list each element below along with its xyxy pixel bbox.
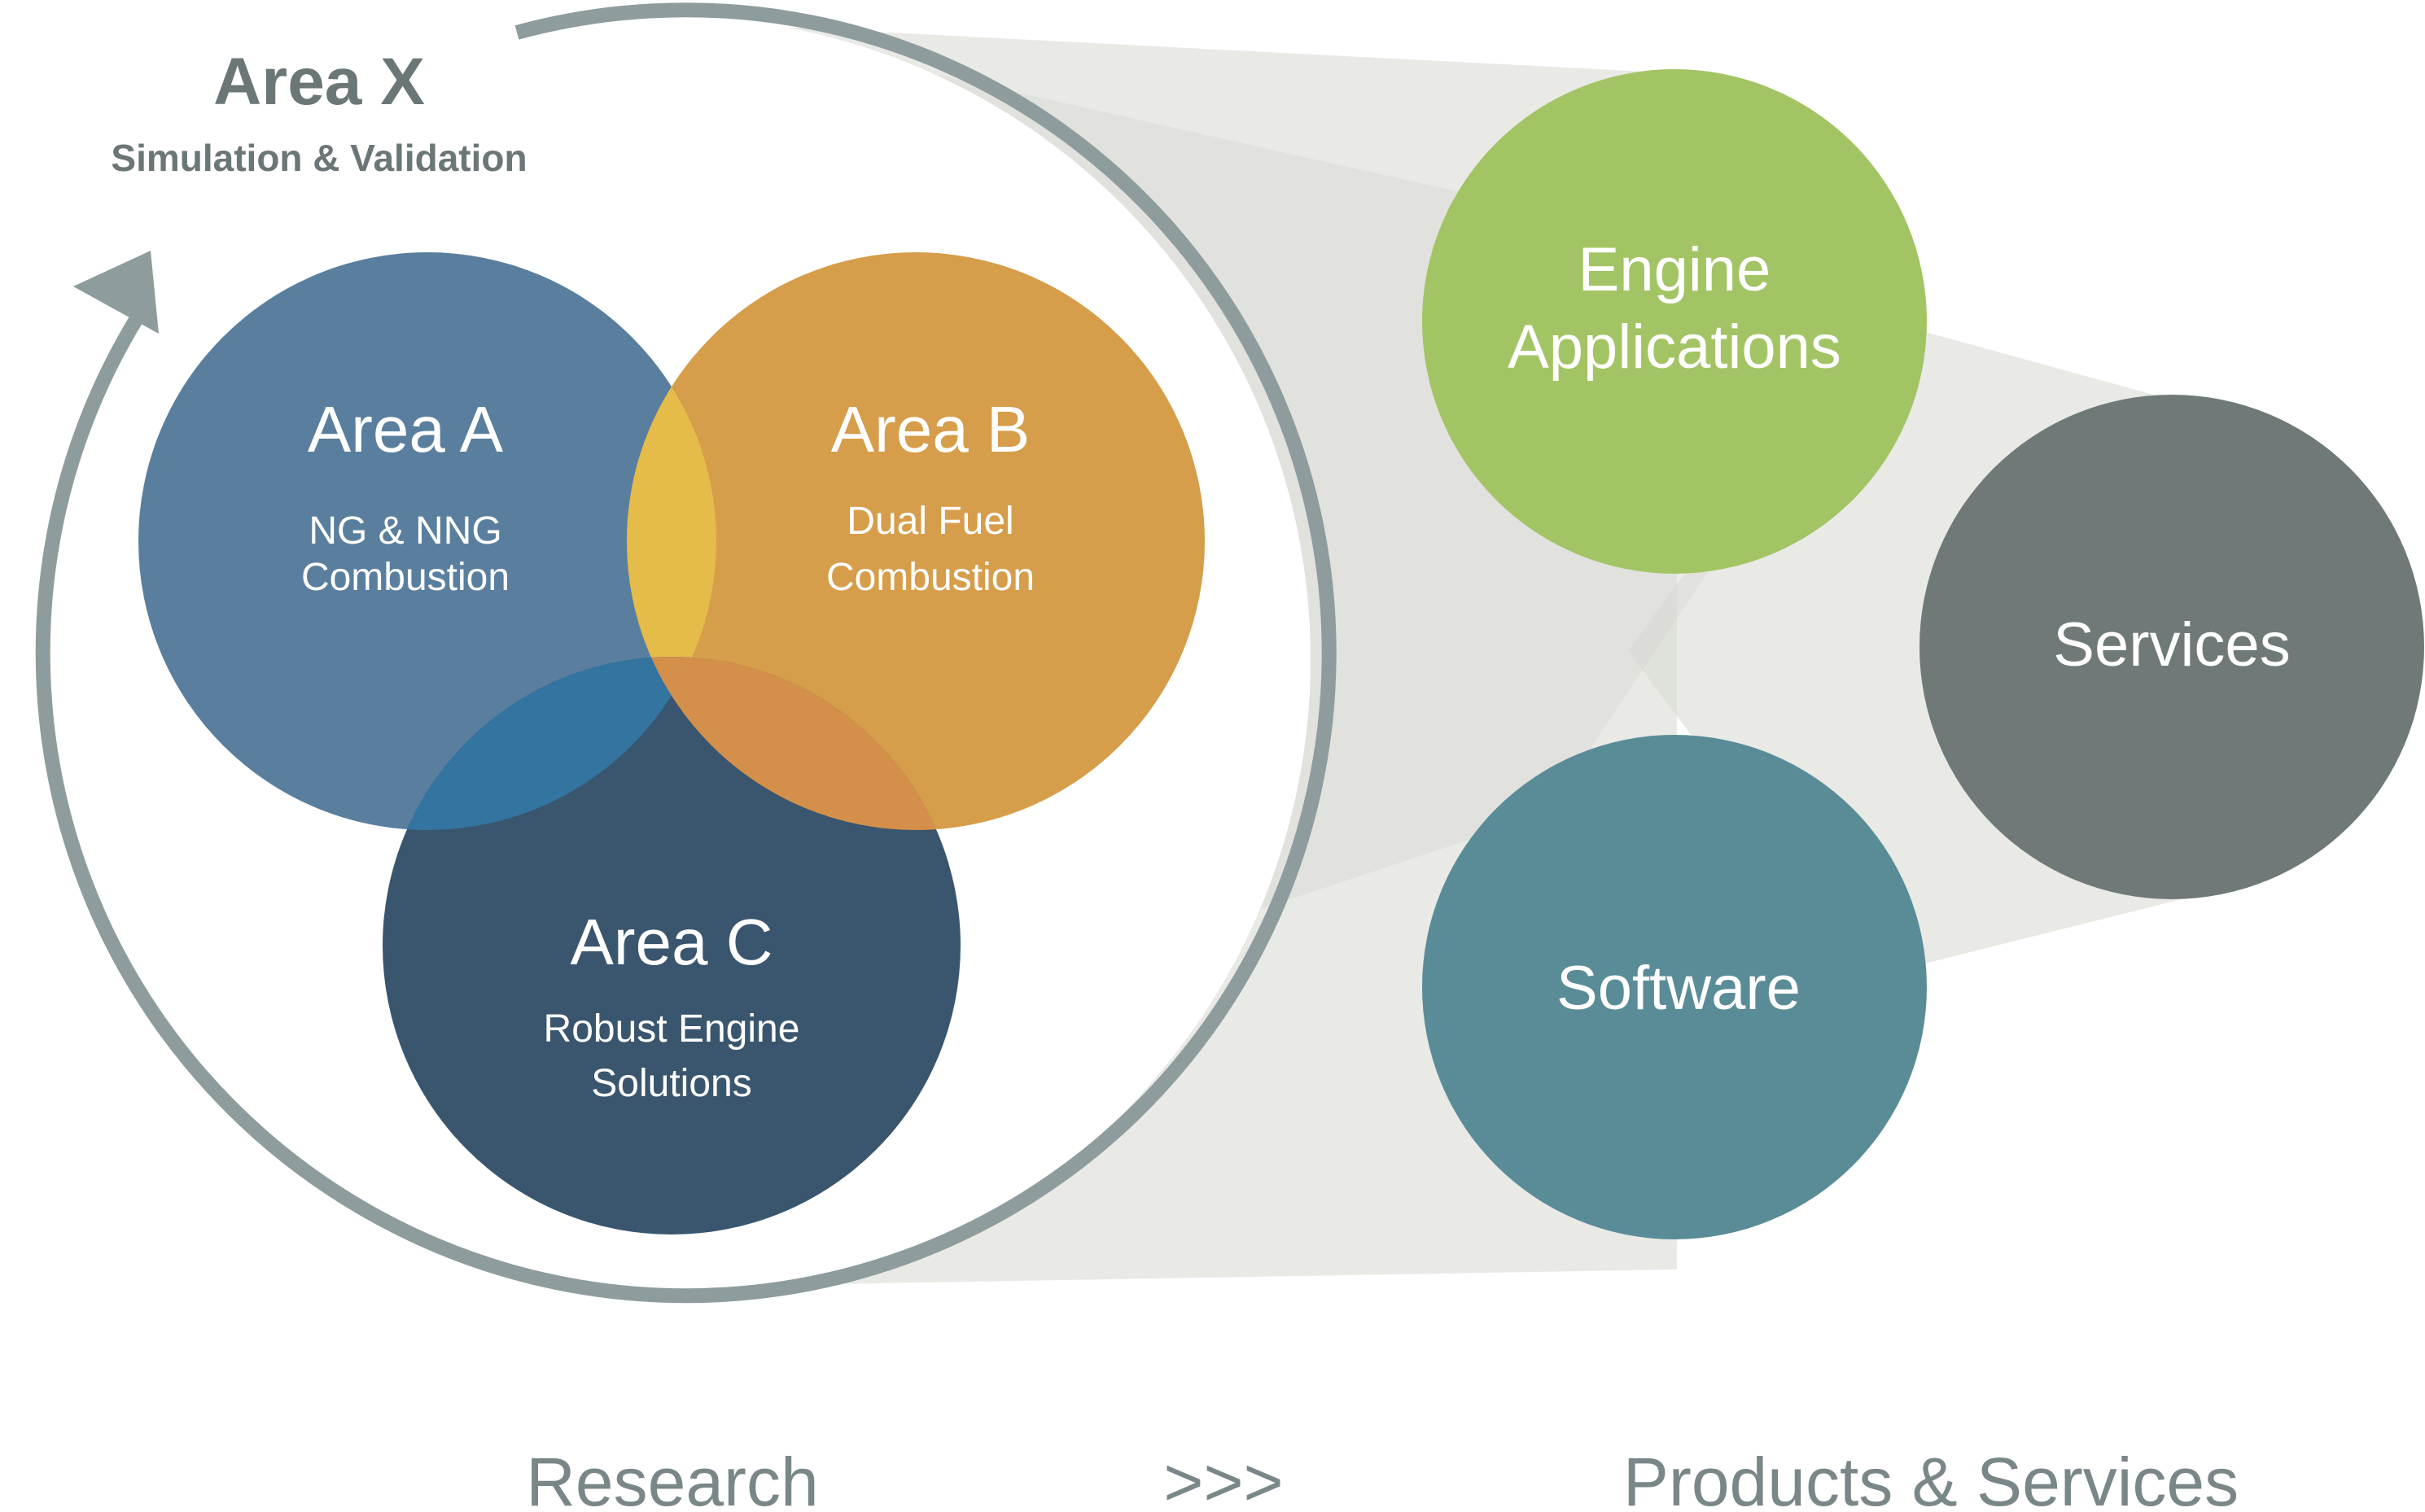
services-label: Services — [2053, 610, 2290, 680]
area-c-line-2: Solutions — [591, 1062, 751, 1105]
area-c-title: Area C — [571, 906, 773, 978]
area-a-line-2: Combustion — [301, 556, 510, 599]
cycle-arrowhead-icon — [73, 251, 159, 334]
footer: Research >>> Products & Services — [526, 1444, 2239, 1512]
software-circle — [1422, 735, 1927, 1239]
cycle-arrow-path — [35, 2, 1337, 1304]
area-x-subtitle: Simulation & Validation — [111, 137, 527, 179]
engine-applications-line-1: Engine — [1578, 235, 1771, 304]
area-b-line-1: Dual Fuel — [847, 500, 1013, 543]
engine-applications-line-2: Applications — [1508, 312, 1841, 382]
product-services: Services — [1919, 395, 2424, 899]
area-b-label: Area B Dual Fuel Combustion — [826, 393, 1035, 599]
area-a-label: Area A NG & NNG Combustion — [301, 393, 510, 599]
footer-research: Research — [526, 1444, 819, 1512]
engine-applications-circle — [1422, 69, 1927, 574]
footer-arrows: >>> — [1163, 1444, 1283, 1512]
area-c-line-1: Robust Engine — [544, 1007, 800, 1051]
research-venn — [138, 252, 1205, 1235]
area-a-line-1: NG & NNG — [309, 509, 501, 553]
footer-products-services: Products & Services — [1623, 1444, 2239, 1512]
services-circle — [1919, 395, 2424, 899]
product-software: Software — [1422, 735, 1927, 1239]
software-label: Software — [1556, 954, 1801, 1023]
area-a-title: Area A — [308, 393, 504, 465]
area-b-title: Area B — [831, 393, 1031, 465]
product-engine-applications: Engine Applications — [1422, 69, 1927, 574]
area-b-line-2: Combustion — [826, 556, 1035, 599]
area-c-label: Area C Robust Engine Solutions — [544, 906, 800, 1105]
cycle-arrow — [35, 2, 1337, 1304]
overlap-b-c — [627, 657, 961, 830]
overlap-a-c — [383, 657, 716, 830]
area-x-title: Area X — [213, 45, 425, 119]
